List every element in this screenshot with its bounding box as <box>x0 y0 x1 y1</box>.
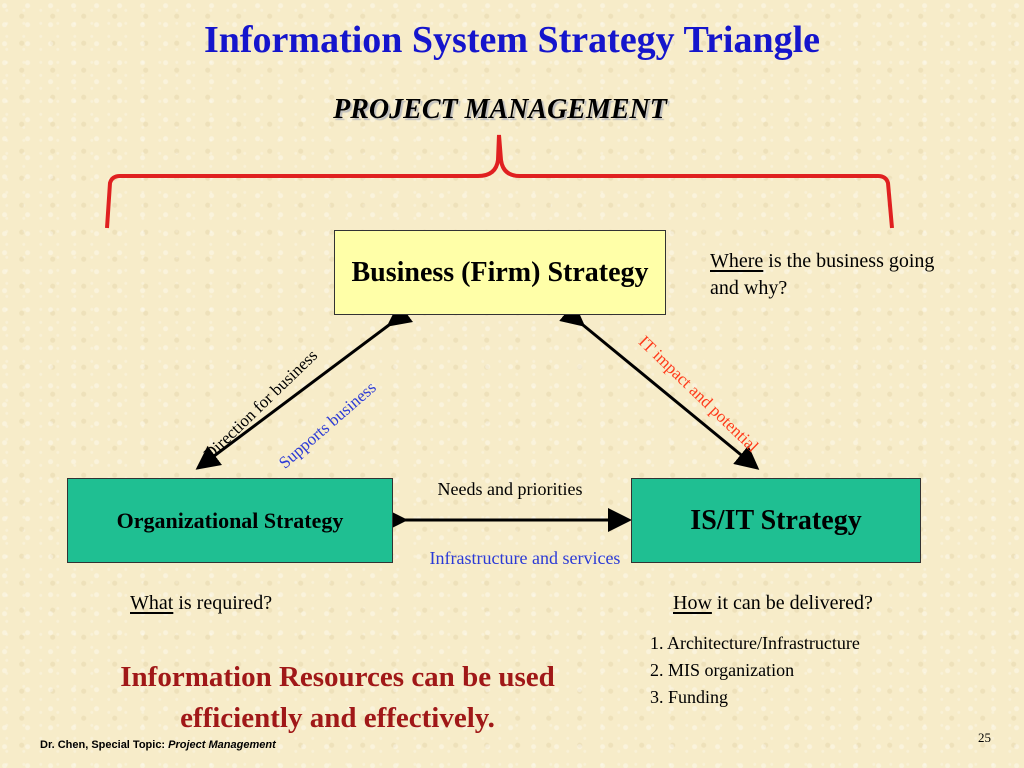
what-note: What is required? <box>130 590 272 617</box>
slide-title: Information System Strategy Triangle <box>203 19 821 61</box>
page-number: 25 <box>978 730 991 745</box>
isit-strategy-box: IS/IT Strategy <box>631 478 921 563</box>
list-item: 3. Funding <box>650 687 729 707</box>
where-text: is the business going and why? <box>710 250 935 299</box>
infrastructure-label: Infrastructure and services <box>429 548 621 568</box>
footer: Dr. Chen, Special Topic: Project Managem… <box>40 739 276 751</box>
how-list: 1. Architecture/Infrastructure 2. MIS or… <box>650 630 860 711</box>
list-item: 1. Architecture/Infrastructure <box>650 633 860 653</box>
direction-arrow <box>195 302 414 470</box>
footer-course: Project Management <box>168 739 276 751</box>
how-keyword: How <box>673 592 712 614</box>
where-keyword: Where <box>710 250 764 272</box>
how-note: How it can be delivered? <box>673 590 873 617</box>
footer-author: Dr. Chen, Special Topic: <box>40 739 169 751</box>
it-impact-arrow <box>559 302 760 470</box>
conclusion-text: Information Resources can be used effici… <box>120 661 555 734</box>
needs-label: Needs and priorities <box>437 479 583 499</box>
curly-bracket <box>105 134 894 229</box>
what-keyword: What <box>130 592 174 614</box>
subtitle: PROJECT MANAGEMENT <box>333 94 667 125</box>
business-strategy-box: Business (Firm) Strategy <box>334 230 666 315</box>
what-text: is required? <box>173 592 273 614</box>
how-text: it can be delivered? <box>711 592 873 614</box>
organizational-strategy-box: Organizational Strategy <box>67 478 393 563</box>
list-item: 2. MIS organization <box>650 660 795 680</box>
where-note: Where is the business going and why? <box>710 248 950 302</box>
